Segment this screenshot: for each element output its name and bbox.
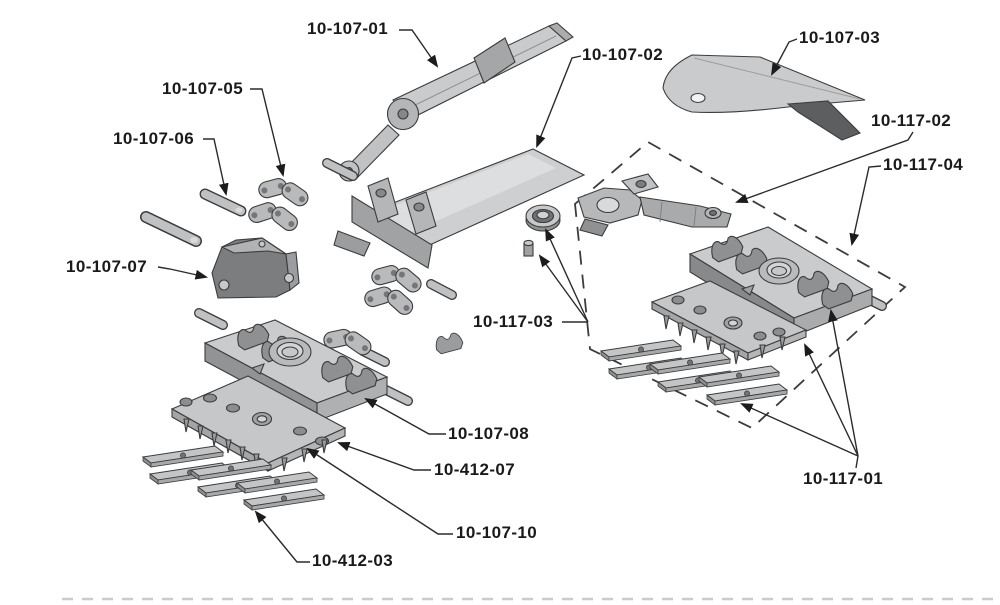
leader-10-412-07 (337, 441, 431, 471)
part-label-10-117-04: 10-117-04 (883, 155, 964, 174)
leader-10-107-08 (364, 397, 446, 435)
part-label-10-117-01: 10-117-01 (803, 469, 884, 488)
leader-10-107-10 (306, 447, 453, 535)
part-skid-plate-10-107-03 (662, 54, 866, 141)
adapter-spikes (183, 418, 328, 472)
part-links-10-107-05 (246, 176, 312, 235)
part-label-10-107-07: 10-107-07 (66, 257, 148, 276)
pin (322, 158, 358, 181)
dashed-kit-boundary (574, 140, 907, 430)
part-label-10-412-07: 10-412-07 (434, 460, 516, 479)
part-adapter-plate-right (650, 280, 808, 365)
leader-10-117-01 (740, 308, 859, 469)
pin-long (140, 211, 202, 247)
pin (426, 279, 457, 300)
part-label-10-412-03: 10-412-03 (312, 551, 394, 570)
leader-10-107-05 (250, 88, 286, 178)
leader-10-107-03 (771, 38, 798, 76)
leader-10-117-04 (849, 165, 882, 247)
leader-10-107-07 (157, 266, 209, 280)
pin-10-107-06 (199, 188, 247, 217)
part-casting-10-117-02 (577, 173, 732, 237)
pin (194, 308, 228, 330)
part-links-lower (362, 263, 425, 319)
part-bracket-10-107-07 (211, 237, 300, 299)
leader-10-412-03 (254, 510, 310, 563)
part-label-10-117-03: 10-117-03 (473, 312, 554, 331)
part-label-10-107-08: 10-107-08 (448, 424, 530, 443)
part-label-10-107-06: 10-107-06 (113, 129, 195, 148)
leader-lines (157, 29, 914, 563)
part-label-10-107-03: 10-107-03 (799, 28, 881, 47)
adapter-spikes-right (663, 315, 786, 365)
part-label-10-107-01: 10-107-01 (307, 19, 389, 38)
leader-10-107-01 (399, 29, 439, 68)
leader-10-107-02 (536, 55, 582, 148)
part-clamp-loose (433, 330, 465, 356)
part-label-10-107-05: 10-107-05 (162, 79, 244, 98)
leader-10-117-02 (735, 131, 914, 204)
part-lever-arm-10-107-01 (338, 22, 574, 182)
pin (381, 385, 413, 406)
leader-10-117-03 (538, 228, 589, 323)
part-ramp-10-107-02 (333, 148, 586, 269)
part-label-10-107-02: 10-107-02 (582, 45, 664, 64)
leader-10-107-06 (203, 138, 229, 197)
part-label-10-107-10: 10-107-10 (456, 523, 538, 542)
part-label-10-117-02: 10-117-02 (871, 111, 952, 130)
part-washer-pin-10-117-03 (523, 204, 561, 257)
